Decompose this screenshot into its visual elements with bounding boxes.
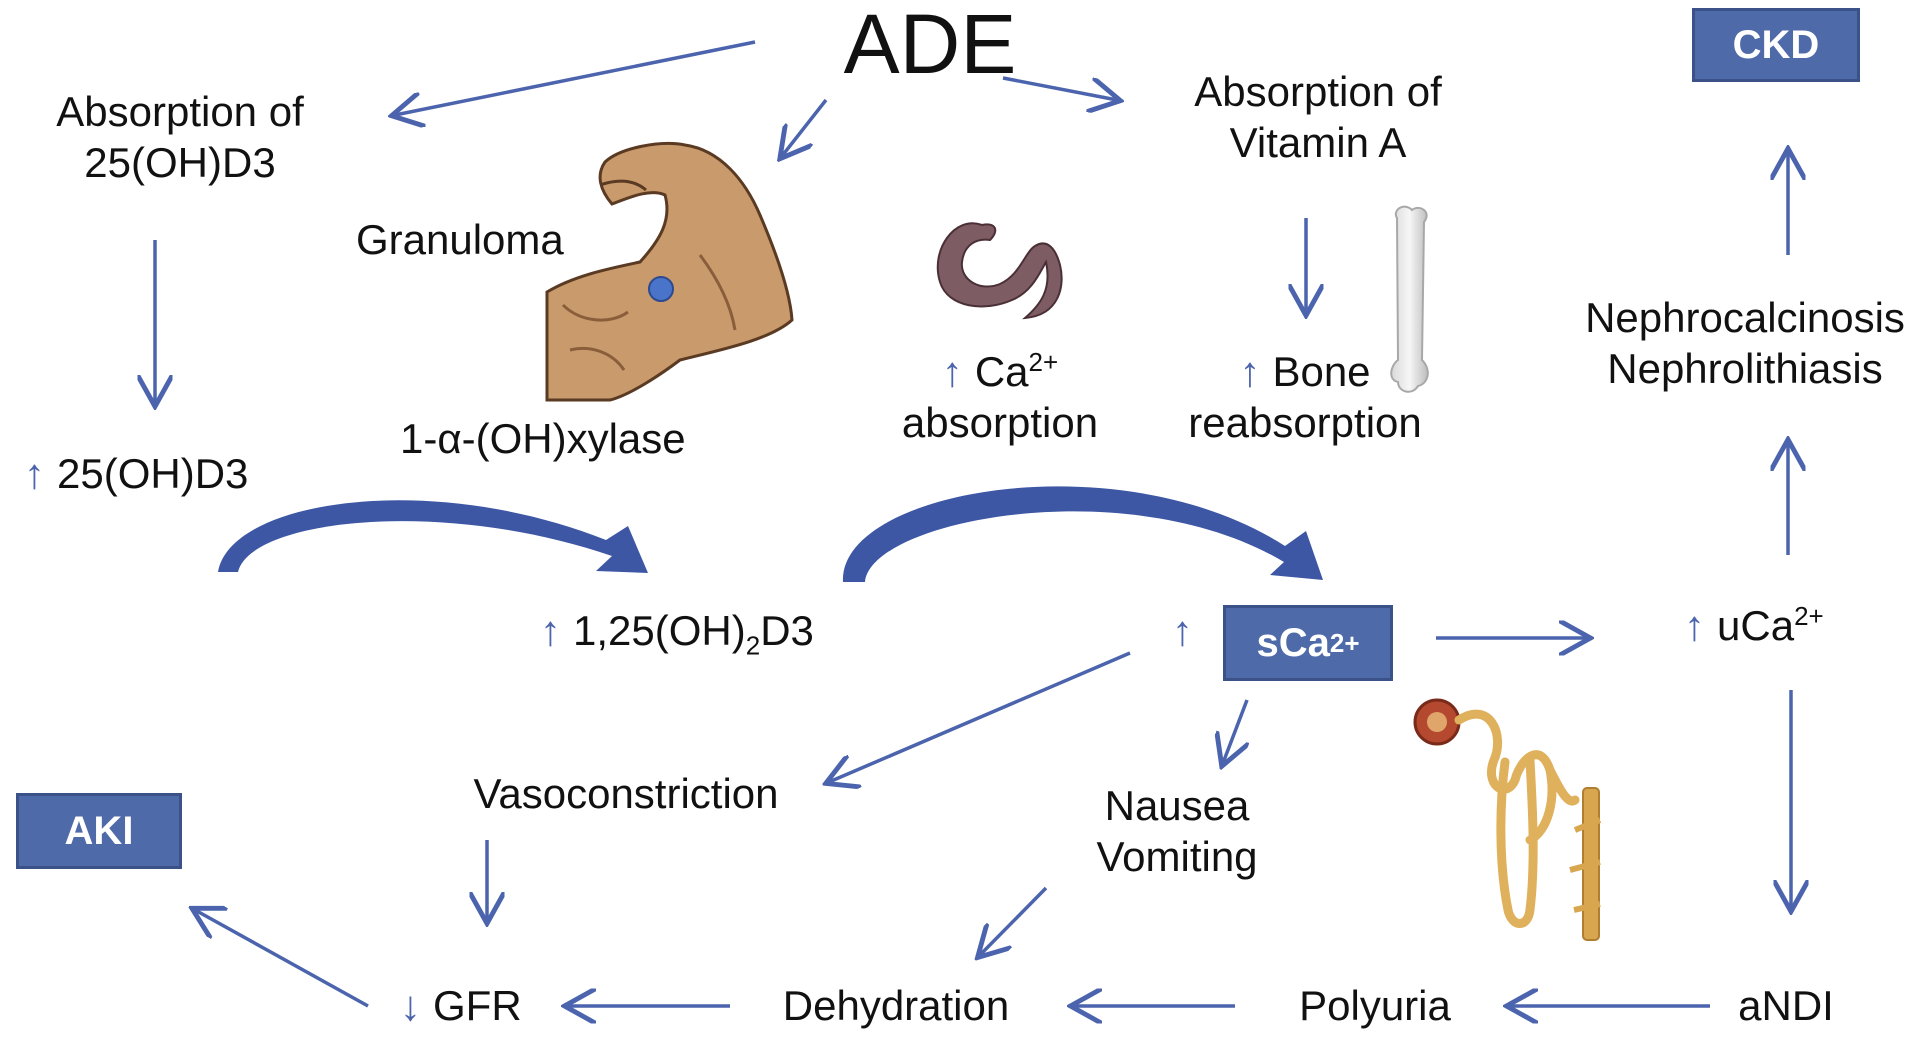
ca-symbol: Ca [974,348,1029,395]
title-ade: ADE [843,0,1017,91]
sca-label: sCa [1256,620,1330,665]
up-arrow-icon: ↑ [1172,607,1193,654]
uca-symbol: uCa [1717,602,1795,649]
gfr-node: ↓ GFR [400,980,522,1031]
nephrolithiasis-label: Nephrolithiasis [1607,345,1883,393]
down-arrow-icon: ↓ [400,982,421,1029]
curve-arrow-calcitriol-to-sca [842,486,1323,582]
ca-superscript: 2+ [1028,347,1059,377]
aki-box: AKI [16,793,182,869]
dehydration-label: Dehydration [782,982,1010,1029]
uca-superscript: 2+ [1794,601,1824,631]
nephron-icon [1413,698,1602,941]
arrow-nausea-to-dehydration [980,886,1048,955]
granuloma-label: Granuloma [356,216,564,263]
absorption-vita-line2: Vitamin A [1229,119,1407,167]
polyuria-label: Polyuria [1299,982,1451,1029]
ckd-box: CKD [1692,8,1860,82]
nausea-label: Nausea [1104,782,1250,829]
absorption-25oh-node: Absorption of 25(OH)D3 [56,86,304,188]
andi-label: aNDI [1738,982,1834,1029]
intestine-icon [936,222,1063,320]
up-arrow-icon: ↑ [941,348,963,395]
calcitriol-subscript: 2 [745,630,761,661]
arrow-sca-to-vasoconstriction [829,651,1131,782]
ca-absorption-node: ↑Ca2+ absorption [902,346,1098,448]
granuloma-dot [648,276,674,302]
arrow-gfr-to-aki [195,910,369,1008]
bicep-icon [545,142,794,402]
bone-reabsorption-label: reabsorption [1188,399,1422,447]
up-arrow-icon: ↑ [540,607,561,654]
absorption-25oh-line1: Absorption of [56,88,304,135]
up-arrow-icon: ↑ [1684,602,1705,649]
up-sca-arrow: ↑ [1172,605,1205,656]
up-25oh-node: ↑ 25(OH)D3 [24,448,248,499]
calcitriol-node: ↑ 1,25(OH)2D3 [540,605,814,662]
vasoconstriction-label: Vasoconstriction [473,770,779,817]
up-arrow-icon: ↑ [24,450,45,497]
arrow-ade-to-granuloma [782,98,828,156]
bone-label: Bone [1272,348,1371,395]
nephro-node: Nephrocalcinosis Nephrolithiasis [1585,292,1905,394]
arrow-ade-to-25oh-absorption [395,40,756,115]
arrow-ade-to-vita-absorption [1002,76,1117,100]
aki-label: AKI [64,808,134,853]
absorption-vita-node: Absorption of Vitamin A [1194,66,1442,168]
bone-reabsorption-node: ↑Bone reabsorption [1188,346,1421,448]
gfr-label: GFR [433,982,522,1029]
sca-superscript: 2+ [1329,627,1360,658]
ca-absorption-label: absorption [901,399,1099,447]
arrow-sca-to-nausea [1223,699,1247,763]
calcitriol-post: D3 [760,607,814,654]
nausea-node: Nausea Vomiting [1096,780,1257,882]
curve-arrow-25oh-to-calcitriol [218,500,648,573]
vomiting-label: Vomiting [1096,833,1258,881]
bone-icon [1390,205,1429,393]
absorption-25oh-line2: 25(OH)D3 [84,139,276,187]
ckd-label: CKD [1732,22,1820,67]
up-arrow-icon: ↑ [1239,348,1261,395]
absorption-vita-line1: Absorption of [1194,68,1442,115]
up-25oh-label: 25(OH)D3 [57,450,249,497]
uca-node: ↑ uCa2+ [1684,600,1824,651]
nephrocalcinosis-label: Nephrocalcinosis [1585,294,1905,341]
hydroxylase-label: 1-α-(OH)xylase [400,415,686,462]
calcitriol-pre: 1,25(OH) [573,607,746,654]
